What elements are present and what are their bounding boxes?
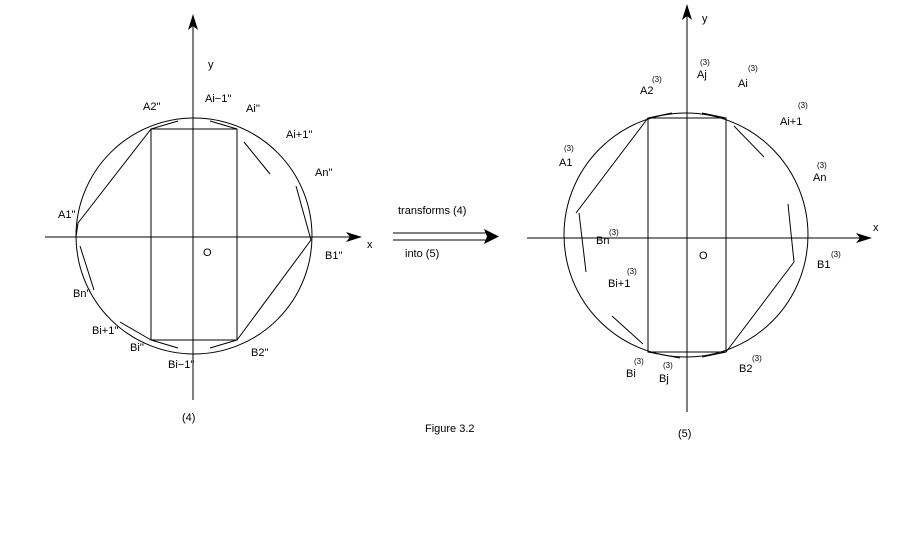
left-x-label: x (367, 239, 373, 251)
left-chord-b1-b2 (236, 239, 312, 341)
right-sup-b1: (3) (831, 250, 841, 259)
left-y-arrowhead (188, 14, 198, 30)
left-label-a2: A2'' (143, 101, 161, 113)
left-label-bi-plus-1: Bi+1'' (92, 325, 119, 337)
right-label-ai-plus-1: Ai+1 (780, 116, 802, 128)
right-x-arrowhead (856, 233, 872, 243)
left-chord-an-b1 (295, 185, 312, 241)
right-rectangle (647, 117, 727, 353)
left-chord-a1-bn (75, 222, 79, 238)
transform-arrowhead (484, 229, 499, 244)
right-label-ai: Ai (738, 78, 748, 90)
right-sup-a1: (3) (564, 144, 574, 153)
right-label-b1: B1 (817, 259, 830, 271)
left-label-an: An'' (315, 167, 333, 179)
right-chord-b2-bj (701, 351, 727, 358)
right-label-aj: Aj (697, 69, 707, 81)
left-label-ai-minus-1: Ai−1'' (205, 93, 232, 105)
right-x-label: x (873, 222, 879, 234)
right-y-label: y (702, 13, 708, 25)
right-label-bj: Bj (659, 373, 669, 385)
right-label-an: An (813, 172, 826, 184)
left-y-label: y (208, 59, 214, 71)
right-sup-an: (3) (817, 161, 827, 170)
left-label-bi-minus-1: Bi−1'' (168, 359, 195, 371)
right-chord-bi-bi-plus-1 (611, 315, 644, 345)
right-label-bi: Bi (626, 368, 636, 380)
right-label-a1: A1 (559, 157, 572, 169)
left-caption: (4) (182, 412, 195, 424)
right-sup-ai-plus-1: (3) (798, 101, 808, 110)
right-chord-b1-b2 (725, 261, 795, 353)
right-caption: (5) (678, 428, 691, 440)
right-sup-bn: (3) (609, 228, 619, 237)
right-sup-b2: (3) (752, 354, 762, 363)
left-origin-label: O (203, 247, 212, 259)
left-circle (75, 117, 313, 355)
right-sup-bj: (3) (663, 361, 673, 370)
left-label-a1: A1'' (58, 209, 76, 221)
left-chord-ai-plus-1 (243, 141, 271, 175)
left-chord-bi-bi-plus-1 (119, 321, 152, 341)
left-chord-a2-top (150, 120, 179, 130)
right-sup-ai: (3) (748, 64, 758, 73)
right-chord-bn-a1 (578, 212, 587, 273)
figure-caption: Figure 3.2 (425, 423, 475, 435)
left-label-b1: B1'' (325, 250, 343, 262)
left-chord-bottom-bi (150, 339, 179, 349)
left-chord-bn (79, 245, 95, 291)
right-origin-label: O (699, 250, 708, 262)
left-rectangle (150, 128, 238, 341)
left-chord-a1-a2 (77, 128, 152, 224)
left-label-bi: Bi'' (130, 342, 144, 354)
right-sup-aj: (3) (700, 58, 710, 67)
transform-arrow-group: transforms (4) into (5) Figure 3.2 (393, 205, 499, 435)
left-x-arrowhead (346, 232, 362, 242)
right-chord-an-b1 (787, 203, 795, 263)
into-label: into (5) (405, 248, 439, 260)
right-circle (563, 112, 809, 358)
left-label-ai: Ai'' (246, 103, 260, 115)
right-label-bn: Bn (596, 235, 609, 247)
right-sup-bi: (3) (634, 357, 644, 366)
left-chord-top-ai (209, 120, 238, 130)
right-label-bi-plus-1: Bi+1 (608, 278, 630, 290)
left-diagram: y x O A2'' Ai−1'' Ai'' Ai+1'' An'' A1'' … (45, 14, 373, 424)
right-label-a2: A2 (640, 85, 653, 97)
right-diagram: y x O A2 (3) Aj (3) Ai (3) Ai+1 (3) A1 (… (527, 4, 879, 440)
right-chord-a1-a2 (575, 117, 649, 214)
left-label-bn: Bn'' (73, 288, 91, 300)
right-sup-a2: (3) (652, 75, 662, 84)
right-chord-aj-ai (701, 112, 727, 119)
right-chord-bj-bi (647, 351, 681, 359)
transforms-label: transforms (4) (398, 205, 466, 217)
left-label-ai-plus-1: Ai+1'' (286, 129, 313, 141)
right-y-arrowhead (682, 4, 692, 20)
right-sup-bi-plus-1: (3) (627, 267, 637, 276)
right-chord-a2-aj (647, 112, 673, 119)
right-chord-ai-ai-plus-1 (733, 125, 765, 158)
right-label-b2: B2 (739, 363, 752, 375)
left-chord-b2-bottom (209, 339, 238, 349)
left-label-b2: B2'' (251, 347, 269, 359)
